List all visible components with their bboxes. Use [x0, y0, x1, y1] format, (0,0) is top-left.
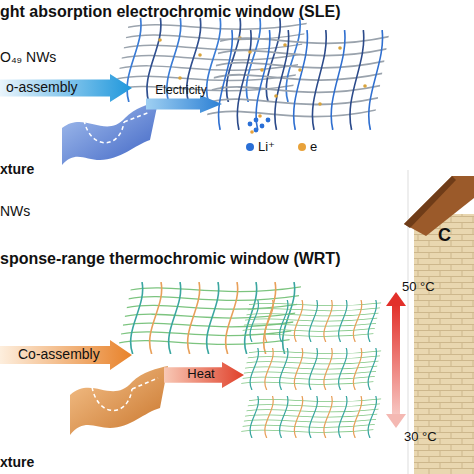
dashed-curve — [92, 387, 132, 411]
blue-film — [62, 102, 158, 165]
dashed-curve — [84, 120, 124, 143]
arrow-label: o-assembly — [6, 80, 78, 95]
arrow-label: Heat — [164, 367, 238, 381]
arrow-shape-node: Electricity — [146, 84, 222, 114]
orange-film — [70, 366, 168, 435]
gold-nanowire-dots — [158, 36, 287, 90]
temperature-label: 30 °C — [404, 430, 437, 444]
arrow-shape-node: Co-assembly — [0, 340, 132, 370]
arrow-body — [164, 362, 244, 388]
arrow-body — [0, 74, 132, 102]
arrow-label: Co-assembly — [18, 347, 100, 362]
stacked-mesh-bottom — [240, 396, 382, 438]
roof-edge — [404, 176, 456, 228]
dashed-line — [132, 378, 158, 389]
arrow-body — [146, 95, 222, 113]
legend-swatch — [298, 143, 306, 151]
legend-swatch — [246, 143, 254, 151]
arrow-body — [0, 340, 132, 370]
temperature-arrow — [386, 292, 406, 428]
mixture-label: xture — [0, 162, 34, 177]
lithium-ion-cluster — [248, 114, 271, 134]
thermochromic-mesh — [117, 282, 302, 354]
arrow-label: Electricity — [146, 84, 216, 97]
section-heading: sponse-range thermochromic window (WRT) — [0, 250, 340, 268]
arrow-shape-node: o-assembly — [0, 74, 132, 102]
material-label: NWs — [0, 204, 30, 219]
legend-text: Li⁺ — [258, 140, 275, 154]
panel-letter: C — [438, 226, 451, 246]
material-label: O₄₉ NWs — [0, 50, 56, 65]
stacked-mesh-middle — [240, 348, 382, 390]
arrow-shape-node: Heat — [164, 362, 244, 388]
temperature-label: 50 °C — [402, 280, 435, 294]
nanowire-mesh-colored — [204, 30, 390, 130]
mesh-dots — [248, 46, 367, 106]
section-heading: ght absorption electrochromic window (SL… — [0, 3, 340, 21]
stacked-mesh-top — [240, 300, 382, 342]
mixture-label: xture — [0, 455, 34, 470]
legend-text: e — [310, 140, 317, 154]
dashed-line — [124, 112, 150, 122]
panel-border — [408, 170, 409, 474]
